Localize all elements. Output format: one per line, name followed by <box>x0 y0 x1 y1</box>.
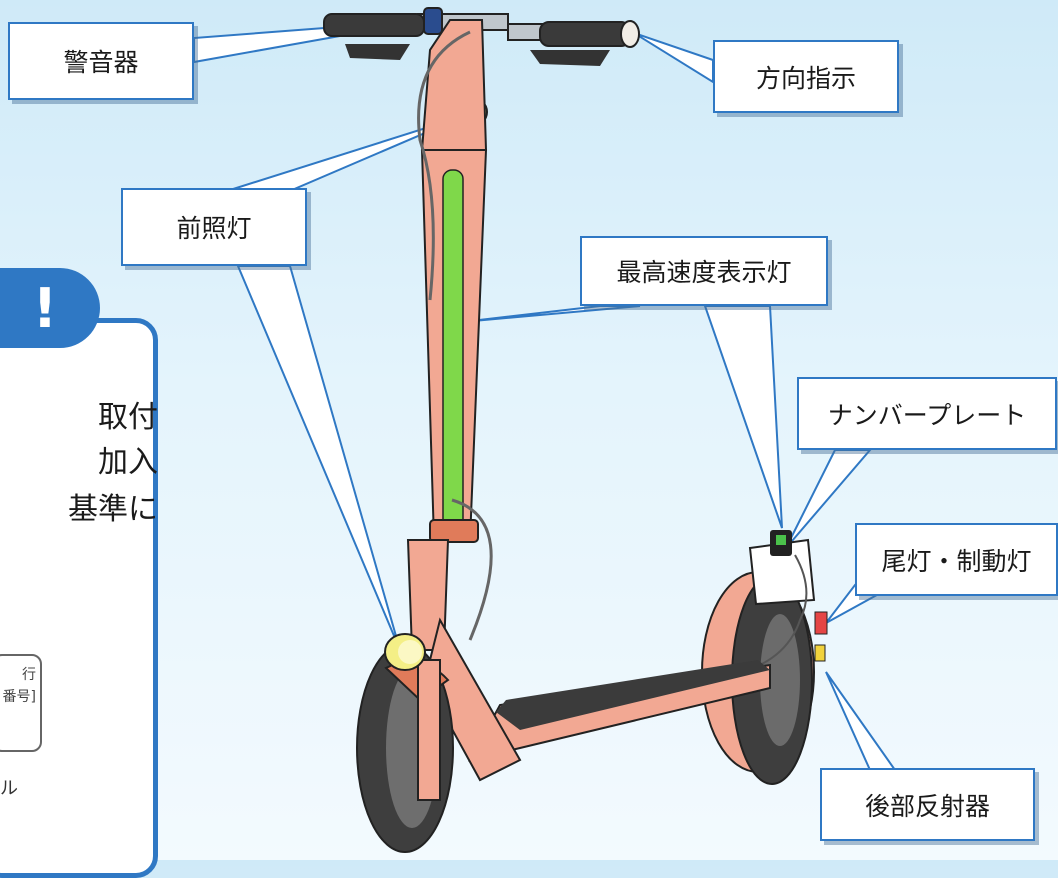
label-license-plate: ナンバープレート <box>797 377 1057 450</box>
label-tail-brake-light: 尾灯・制動灯 <box>855 523 1058 596</box>
reflector-pointer <box>825 671 897 771</box>
tail-light <box>814 611 828 635</box>
panel-text-line-3: 基準に <box>68 492 158 527</box>
plate-mark-sample: 行 番号] <box>0 654 42 752</box>
rear-wheel <box>701 571 828 785</box>
mark-line-1: 行 <box>22 667 36 683</box>
panel-text-line-2: 加入 <box>98 445 158 480</box>
label-speed-indicator: 最高速度表示灯 <box>580 236 828 306</box>
speed-light-pointer <box>461 305 641 323</box>
horn-button <box>423 7 443 35</box>
panel-caption: ル <box>0 778 18 799</box>
speed-indicator-light <box>442 169 464 531</box>
turn-pointer <box>633 32 714 84</box>
rear-reflector <box>814 644 826 662</box>
panel-text-line-1: 取付 <box>98 400 158 435</box>
stem <box>406 149 522 782</box>
speed-light-lower-pointer <box>703 305 783 529</box>
front-light-lower <box>384 633 426 671</box>
label-rear-reflector: 後部反射器 <box>820 768 1035 841</box>
front-light-lower-pointer <box>236 265 401 651</box>
alert-badge: ! <box>0 268 100 348</box>
scooter-illustration <box>193 7 897 853</box>
label-front-light: 前照灯 <box>121 188 307 266</box>
mark-line-2: 番号] <box>2 689 36 706</box>
scooter-diagram: ! 取付 加入 基準に 行 番号] ル 警音器 方向指示 前照灯 最高速度表示灯… <box>0 7 1058 878</box>
front-wheel <box>356 643 454 853</box>
turn-signal-tip <box>620 20 640 48</box>
handlebar <box>323 7 640 301</box>
label-horn: 警音器 <box>8 22 194 100</box>
rear-fender <box>748 530 816 666</box>
plate-pointer <box>785 449 873 549</box>
label-turn-signal: 方向指示 <box>713 40 899 113</box>
